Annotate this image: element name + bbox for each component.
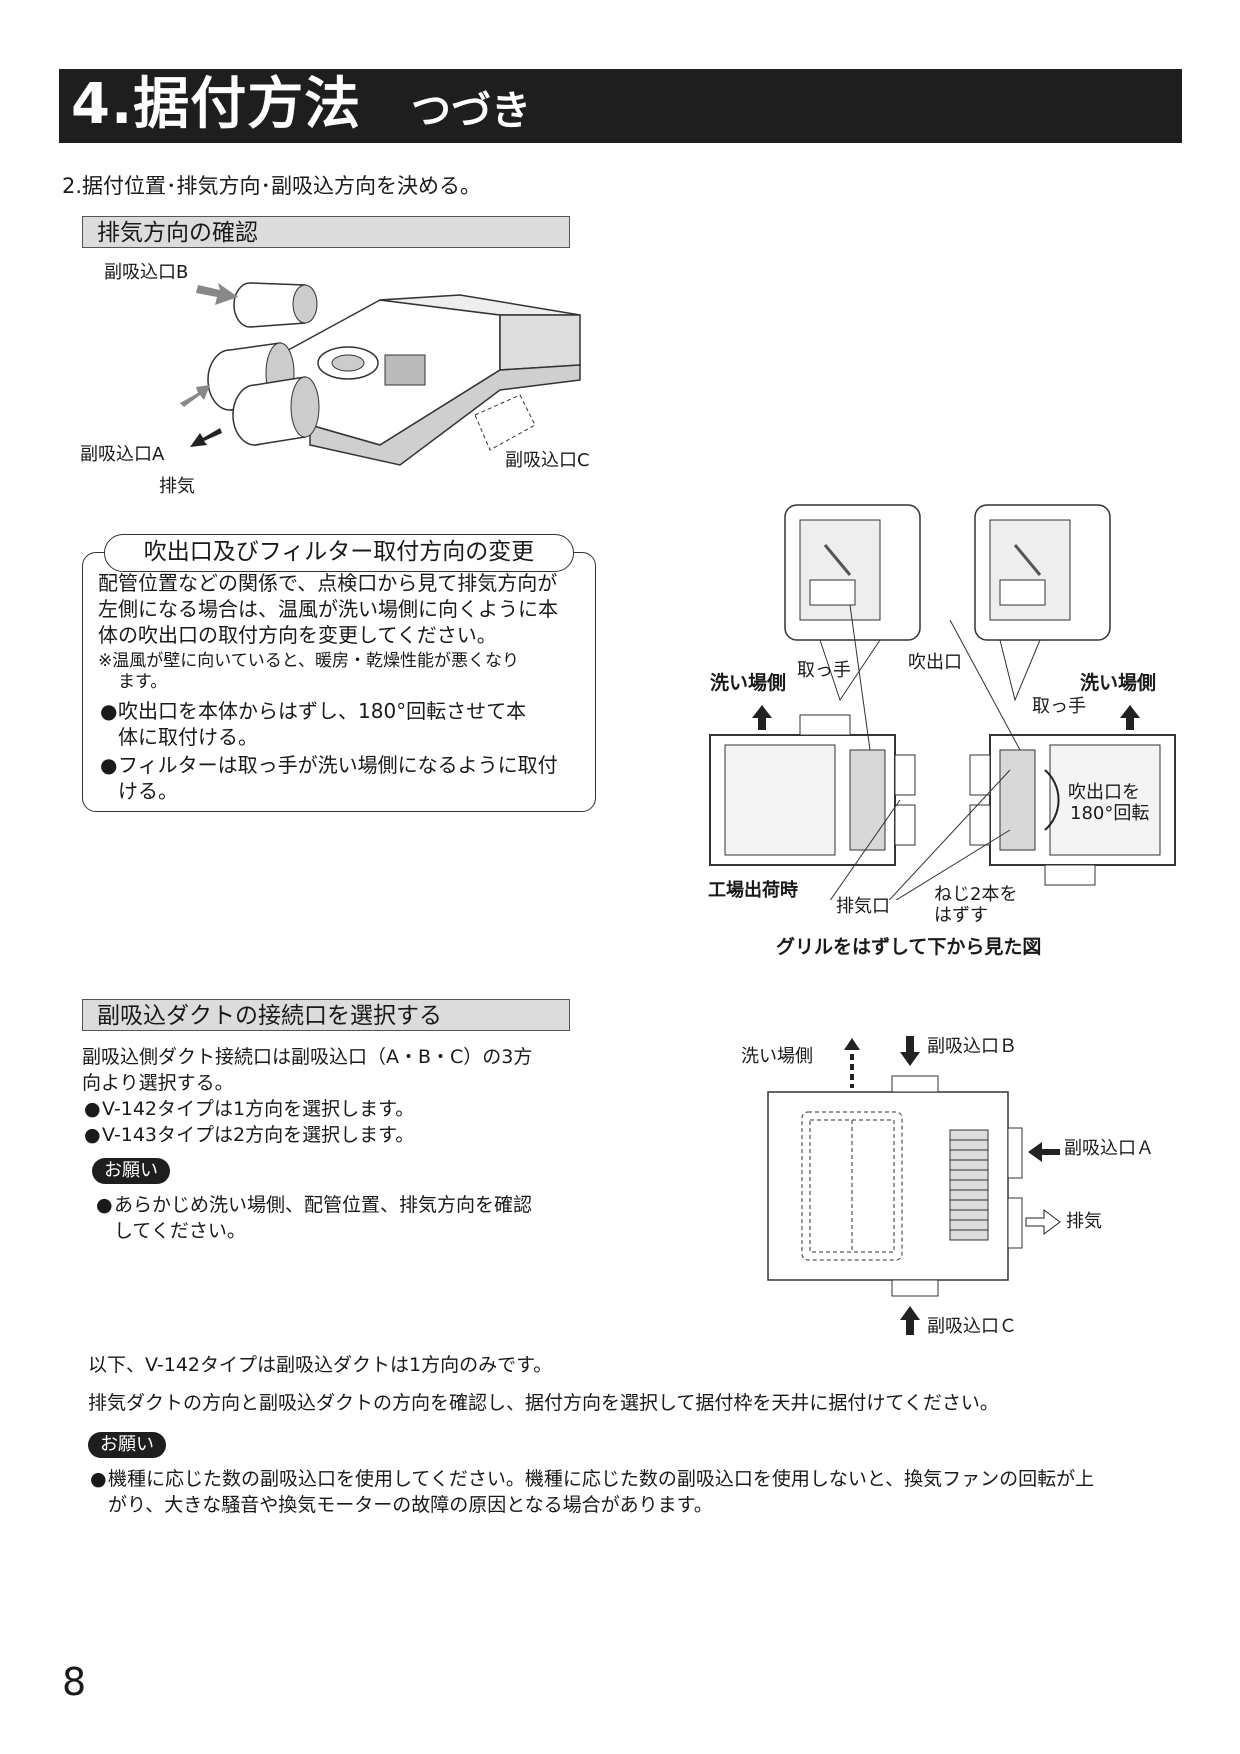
duct-label-intake-a: 副吸込口Ａ bbox=[1064, 1138, 1154, 1159]
notice-note-1: ※温風が壁に向いていると、暖房・乾燥性能が悪くなり bbox=[98, 651, 520, 671]
grille-caption: グリルをはずして下から見た図 bbox=[776, 936, 1042, 958]
label-rotate-1: 吹出口を bbox=[1068, 782, 1140, 803]
section2-request-2: してください。 bbox=[114, 1220, 246, 1242]
notice-note-2: ます。 bbox=[118, 672, 168, 692]
label-intake-c: 副吸込口C bbox=[505, 450, 590, 471]
section2-request-1: あらかじめ洗い場側、配管位置、排気方向を確認 bbox=[96, 1192, 532, 1218]
notice-body-2: 左側になる場合は、温風が洗い場側に向くように本 bbox=[98, 597, 558, 621]
page-subtitle: つづき bbox=[411, 88, 531, 134]
page-number: 8 bbox=[62, 1660, 87, 1704]
duct-label-intake-b: 副吸込口Ｂ bbox=[927, 1036, 1017, 1057]
section2-body-2: 向より選択する。 bbox=[82, 1072, 234, 1094]
footer-request-2: がり、大きな騒音や換気モーターの故障の原因となる場合があります。 bbox=[108, 1494, 713, 1516]
label-wash-side-right: 洗い場側 bbox=[1080, 672, 1157, 694]
request-badge-2: お願い bbox=[88, 1432, 166, 1458]
label-rotate-2: 180°回転 bbox=[1070, 803, 1150, 824]
label-handle-left: 取っ手 bbox=[797, 660, 851, 681]
section2-body-1: 副吸込側ダクト接続口は副吸込口（A・B・C）の3方 bbox=[82, 1046, 533, 1068]
footer-request-1: 機種に応じた数の副吸込口を使用してください。機種に応じた数の副吸込口を使用しない… bbox=[90, 1466, 1094, 1492]
label-outlet: 吹出口 bbox=[908, 652, 962, 673]
duct-label-wash-side: 洗い場側 bbox=[741, 1046, 813, 1067]
notice-body-3: 体の吹出口の取付方向を変更してください。 bbox=[98, 623, 497, 647]
step-heading: 2.据付位置･排気方向･副吸込方向を決める。 bbox=[62, 174, 482, 198]
notice-body-1: 配管位置などの関係で、点検口から見て排気方向が bbox=[98, 571, 558, 595]
label-screws-1: ねじ2本を bbox=[934, 884, 1018, 905]
footer-line-2: 排気ダクトの方向と副吸込ダクトの方向を確認し、据付方向を選択して据付枠を天井に据… bbox=[88, 1392, 999, 1414]
duct-label-intake-c: 副吸込口Ｃ bbox=[927, 1316, 1017, 1337]
label-intake-a: 副吸込口A bbox=[80, 444, 165, 465]
label-intake-b: 副吸込口B bbox=[104, 262, 189, 283]
section2-bullet-1: V-142タイプは1方向を選択します。 bbox=[84, 1096, 414, 1122]
notice-box-title: 吹出口及びフィルター取付方向の変更 bbox=[104, 534, 574, 572]
label-factory: 工場出荷時 bbox=[708, 880, 798, 901]
notice-bullet-1: 吹出口を本体からはずし、180°回転させて本 bbox=[100, 698, 526, 724]
duct-label-exhaust: 排気 bbox=[1066, 1211, 1102, 1232]
duct-direction-figure bbox=[767, 1036, 1061, 1335]
label-handle-right: 取っ手 bbox=[1032, 696, 1086, 717]
label-screws-2: はずす bbox=[934, 905, 988, 926]
label-exhaust-port: 排気口 bbox=[836, 896, 890, 917]
notice-bullet-2-cont: ける。 bbox=[118, 779, 178, 803]
label-exhaust: 排気 bbox=[159, 476, 195, 497]
section2-bullet-2: V-143タイプは2方向を選択します。 bbox=[84, 1122, 414, 1148]
grille-figure bbox=[709, 504, 1176, 900]
label-wash-side-left: 洗い場側 bbox=[710, 672, 787, 694]
unit-3d-illustration bbox=[180, 282, 581, 466]
footer-line-1: 以下、V-142タイプは副吸込ダクトは1方向のみです。 bbox=[88, 1354, 553, 1376]
page-title: 4.据付方法 bbox=[71, 72, 362, 137]
page-header: 4.据付方法 つづき bbox=[59, 69, 1182, 143]
section-intake-select: 副吸込ダクトの接続口を選択する bbox=[82, 999, 570, 1031]
section-exhaust-direction: 排気方向の確認 bbox=[82, 216, 570, 248]
notice-bullet-2: フィルターは取っ手が洗い場側になるように取付 bbox=[100, 752, 558, 778]
notice-bullet-1-cont: 体に取付ける。 bbox=[118, 725, 258, 749]
request-badge-1: お願い bbox=[92, 1158, 170, 1184]
